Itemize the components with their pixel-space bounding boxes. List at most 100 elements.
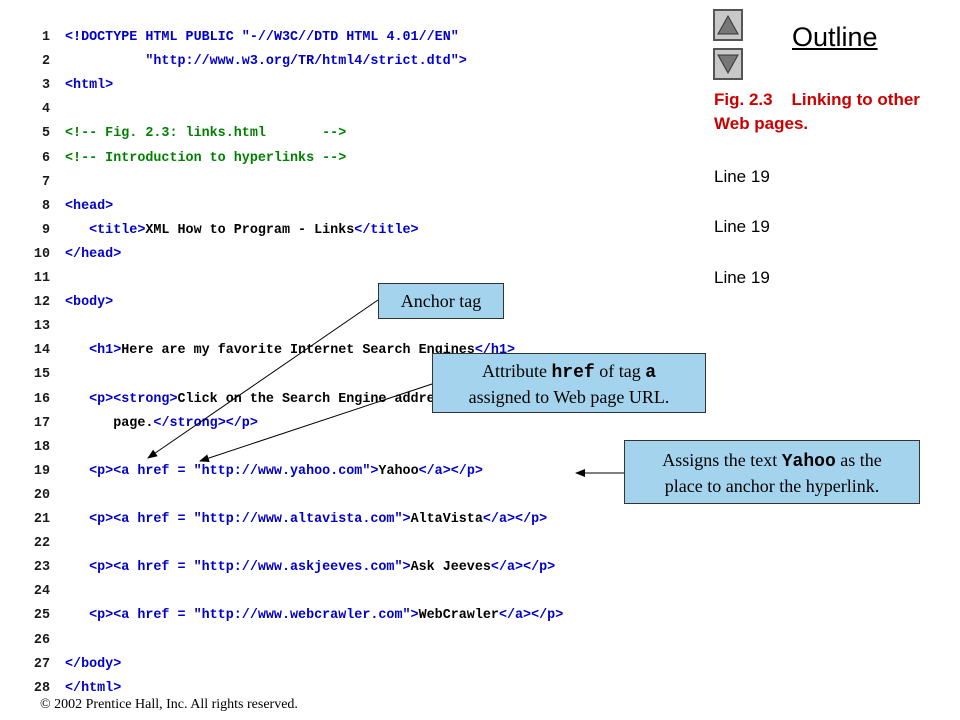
yahoo-text-1: Assigns the text bbox=[662, 450, 782, 470]
code-line: 15 bbox=[0, 365, 65, 385]
line-code: <html> bbox=[50, 76, 113, 96]
line-number: 25 bbox=[33, 608, 50, 624]
code-token: > bbox=[458, 54, 467, 70]
line-number: 6 bbox=[41, 150, 50, 166]
line-number: 11 bbox=[33, 271, 50, 286]
href-callout: Attribute href of tag a assigned to Web … bbox=[432, 353, 706, 413]
code-line: 28</html> bbox=[0, 679, 121, 699]
code-token: "http://www.w3.org/TR/html4/strict.dtd" bbox=[145, 54, 459, 70]
code-token: </html> bbox=[65, 680, 122, 696]
code-token: <html> bbox=[65, 78, 114, 94]
code-token: "http://www.webcrawler.com" bbox=[193, 608, 411, 624]
yahoo-text-2: as the bbox=[835, 450, 882, 470]
line-number: 4 bbox=[41, 102, 50, 118]
code-line: 9 <title>XML How to Program - Links</tit… bbox=[0, 221, 419, 241]
line-code: <p><a href = "http://www.yahoo.com">Yaho… bbox=[50, 462, 483, 482]
line-number: 10 bbox=[33, 246, 50, 262]
href-code: href bbox=[551, 363, 595, 383]
code-token: </head> bbox=[65, 246, 122, 262]
line-reference: Line 19 bbox=[714, 167, 770, 186]
code-line: 23 <p><a href = "http://www.askjeeves.co… bbox=[0, 558, 555, 578]
code-token: <title> bbox=[89, 222, 146, 238]
line-code: <title>XML How to Program - Links</title… bbox=[50, 221, 419, 241]
code-line: 19 <p><a href = "http://www.yahoo.com">Y… bbox=[0, 462, 483, 482]
code-line: 18 bbox=[0, 438, 65, 458]
code-line: 20 bbox=[0, 486, 65, 506]
line-code: <!-- Introduction to hyperlinks --> bbox=[50, 149, 346, 169]
code-line: 4 bbox=[0, 100, 65, 120]
code-token: <p><a href = bbox=[89, 560, 194, 576]
outline-title[interactable]: Outline bbox=[792, 22, 878, 52]
line-code: <head> bbox=[50, 197, 113, 217]
href-text-2: of tag bbox=[594, 361, 646, 381]
code-token: <p><a href = bbox=[89, 608, 194, 624]
code-line: 8 <head> bbox=[0, 197, 113, 217]
line-number: 24 bbox=[33, 584, 50, 600]
code-token: page. bbox=[65, 415, 154, 431]
code-token: "http://www.yahoo.com" bbox=[193, 463, 371, 479]
code-line: 22 bbox=[0, 534, 65, 554]
line-code: <p><a href = "http://www.altavista.com">… bbox=[50, 510, 547, 530]
line-number: 20 bbox=[33, 487, 50, 503]
code-line: 12<body> bbox=[0, 293, 113, 313]
code-line: 26 bbox=[0, 631, 65, 651]
line-code: <body> bbox=[50, 293, 113, 313]
line-reference: Line 19 bbox=[714, 268, 770, 287]
code-token: <!-- Fig. 2.3: links.html --> bbox=[65, 126, 347, 142]
line-code: <!-- Fig. 2.3: links.html --> bbox=[50, 124, 346, 144]
line-number: 26 bbox=[33, 632, 50, 648]
line-number: 8 bbox=[41, 198, 50, 214]
code-token: Ask Jeeves bbox=[410, 560, 491, 576]
line-number: 21 bbox=[33, 512, 50, 527]
figure-number: Fig. 2.3 bbox=[714, 90, 773, 109]
line-code: </html> bbox=[50, 679, 121, 699]
line-code: <h1>Here are my favorite Internet Search… bbox=[50, 341, 515, 361]
code-line: 1<!DOCTYPE HTML PUBLIC "-//W3C//DTD HTML… bbox=[0, 28, 459, 48]
code-token: "http://www.altavista.com" bbox=[193, 512, 403, 527]
anchor-tag-callout: Anchor tag bbox=[378, 283, 504, 319]
code-token: <p><a href = bbox=[89, 463, 194, 479]
line-code: page.</strong></p> bbox=[50, 414, 258, 434]
code-token: > bbox=[402, 512, 411, 527]
code-token: AltaVista bbox=[410, 512, 483, 527]
line-number: 15 bbox=[33, 367, 50, 383]
line-number: 19 bbox=[33, 463, 50, 479]
yahoo-text-3: place to anchor the hyperlink. bbox=[664, 476, 880, 496]
code-token: WebCrawler bbox=[418, 608, 499, 624]
code-token: <head> bbox=[65, 198, 114, 214]
yahoo-callout: Assigns the text Yahoo as the place to a… bbox=[624, 440, 920, 504]
code-token: </title> bbox=[354, 222, 419, 238]
yahoo-code: Yahoo bbox=[781, 452, 836, 472]
copyright-footer: © 2002 Prentice Hall, Inc. All rights re… bbox=[40, 697, 298, 712]
line-number: 3 bbox=[41, 78, 50, 94]
line-reference: Line 19 bbox=[714, 217, 770, 236]
figure-caption: Fig. 2.3 Linking to other Web pages. bbox=[714, 88, 944, 136]
line-number: 16 bbox=[33, 391, 50, 407]
line-code: </head> bbox=[50, 245, 121, 265]
code-token: <p><a href = bbox=[89, 512, 194, 527]
previous-slide-button[interactable] bbox=[713, 9, 743, 41]
code-line: 25 <p><a href = "http://www.webcrawler.c… bbox=[0, 606, 563, 626]
href-text-3: assigned to Web page URL. bbox=[468, 387, 670, 407]
code-token: XML How to Program - Links bbox=[145, 222, 355, 238]
line-number: 1 bbox=[41, 30, 50, 45]
code-line: 27</body> bbox=[0, 655, 121, 675]
line-number: 9 bbox=[41, 222, 50, 238]
code-token: Yahoo bbox=[378, 463, 419, 479]
code-line: 6<!-- Introduction to hyperlinks --> bbox=[0, 149, 346, 169]
line-code: "http://www.w3.org/TR/html4/strict.dtd"> bbox=[50, 52, 467, 72]
code-line: 5 <!-- Fig. 2.3: links.html --> bbox=[0, 124, 346, 144]
code-line: 24 bbox=[0, 582, 65, 602]
anchor-tag-label: Anchor tag bbox=[400, 291, 482, 311]
code-token: "-//W3C//DTD HTML 4.01//EN" bbox=[241, 30, 459, 45]
triangle-up-icon bbox=[717, 14, 739, 35]
line-number: 17 bbox=[33, 415, 50, 431]
code-token: <p><strong> bbox=[89, 391, 178, 407]
line-number: 5 bbox=[41, 126, 50, 142]
href-code-a: a bbox=[645, 363, 656, 383]
line-number: 14 bbox=[33, 343, 50, 359]
code-token: </a></p> bbox=[418, 463, 483, 479]
line-number: 27 bbox=[33, 656, 50, 672]
next-slide-button[interactable] bbox=[713, 48, 743, 80]
